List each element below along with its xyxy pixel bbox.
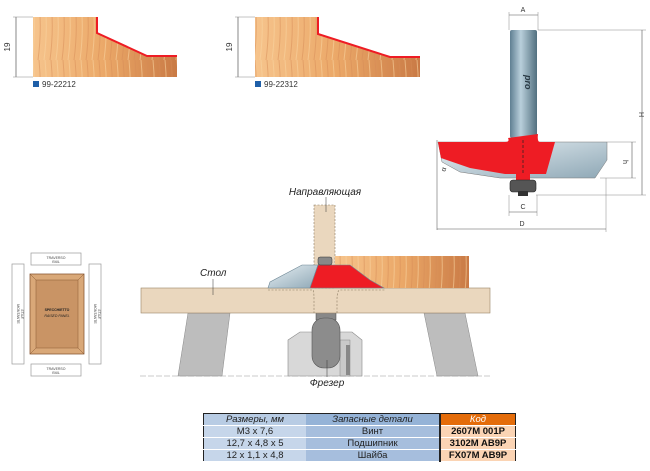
profile-dimension: 19 xyxy=(225,42,234,51)
router-table-scene: Направляющая Стол Фрезер xyxy=(140,187,491,389)
cell-size: 12,7 x 4,8 x 5 xyxy=(203,437,306,450)
rail-label-en: RAIL xyxy=(52,260,60,264)
cell-size: M3 x 7,6 xyxy=(203,425,306,438)
dimension-C: C xyxy=(520,204,525,211)
dimension-H: H xyxy=(637,112,644,117)
header-code: Код xyxy=(439,413,516,426)
profile-dimension: 19 xyxy=(3,42,12,51)
profile-sample-2: 19 99-22312 xyxy=(225,16,420,89)
table-row: M3 x 7,6 Винт 2607M 001P xyxy=(203,425,516,438)
rail-label: TRAVERSO xyxy=(47,256,66,260)
dimension-A: A xyxy=(521,7,526,14)
table-header-row: Размеры, мм Запасные детали Код xyxy=(203,413,516,426)
dimension-D: D xyxy=(519,221,524,228)
panel-label-en: RAISED PANEL xyxy=(44,314,69,318)
router-bit-drawing: pro A H h α C D xyxy=(436,7,646,232)
cell-part: Подшипник xyxy=(306,437,440,450)
header-parts: Запасные детали xyxy=(306,413,440,426)
panel-label: SPECCHIETTO xyxy=(45,308,70,312)
profile-sample-1: 19 99-22212 xyxy=(3,16,177,89)
shank-logo: pro xyxy=(523,74,533,90)
profile-code: 99-22312 xyxy=(264,80,298,89)
rail-label: TRAVERSO xyxy=(47,367,66,371)
dimension-angle: α xyxy=(440,166,448,172)
stile-label-en: STILE xyxy=(97,309,101,319)
cell-code: 2607M 001P xyxy=(439,425,516,438)
stile-label: MONTANTE xyxy=(16,304,20,324)
table-row: 12,7 x 4,8 x 5 Подшипник 3102M AB9P xyxy=(203,437,516,450)
profile-code: 99-22212 xyxy=(42,80,76,89)
router-label: Фрезер xyxy=(310,378,345,389)
code-square-icon xyxy=(33,81,39,87)
header-sizes: Размеры, мм xyxy=(203,413,306,426)
cell-code: 3102M AB9P xyxy=(439,437,516,450)
code-square-icon xyxy=(255,81,261,87)
spare-parts-table: Размеры, мм Запасные детали Код M3 x 7,6… xyxy=(203,413,516,462)
fence-label: Направляющая xyxy=(289,187,362,198)
stile-label: MONTANTE xyxy=(93,304,97,324)
table-row: 12 x 1,1 x 4,8 Шайба FX07M AB9P xyxy=(203,449,516,462)
stile-label-en: STILE xyxy=(20,309,24,319)
door-panel-schema: TRAVERSO RAIL TRAVERSO RAIL MONTANTE STI… xyxy=(11,252,102,377)
rail-label-en: RAIL xyxy=(52,371,60,375)
dimension-h: h xyxy=(621,160,628,164)
cell-part: Шайба xyxy=(306,449,440,462)
cell-part: Винт xyxy=(306,425,440,438)
cell-code: FX07M AB9P xyxy=(439,449,516,462)
cell-size: 12 x 1,1 x 4,8 xyxy=(203,449,306,462)
table-label: Стол xyxy=(200,268,227,279)
